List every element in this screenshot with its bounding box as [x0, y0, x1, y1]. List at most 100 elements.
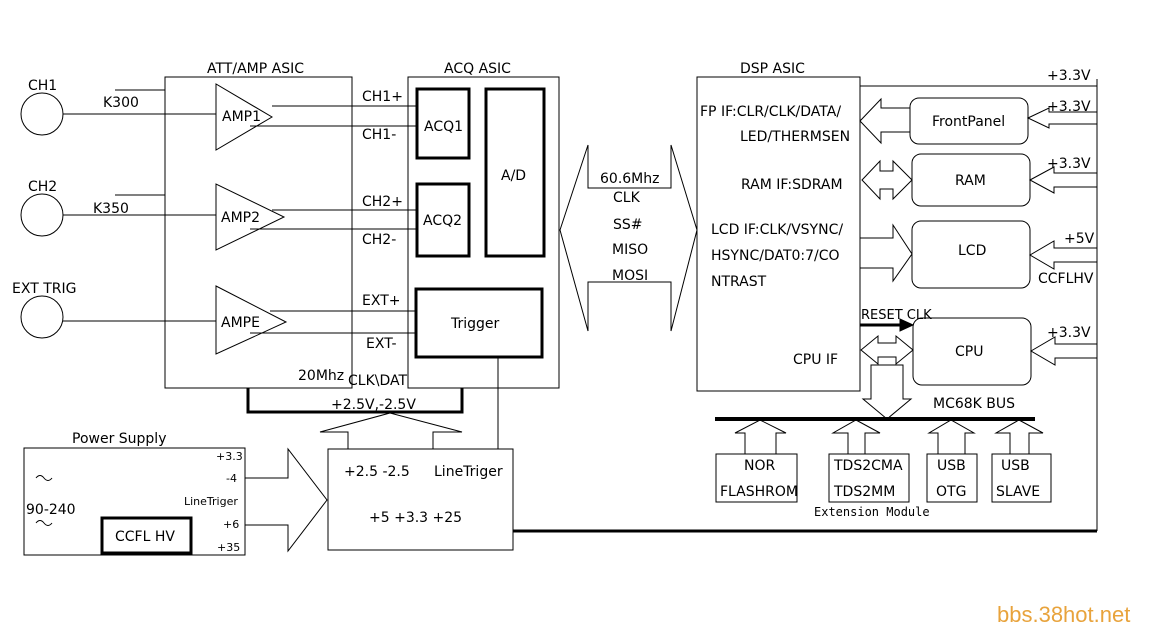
- nor-flashrom-block: [715, 453, 798, 503]
- tds-line2: TDS2MM: [833, 484, 895, 500]
- ram-if-label: RAM IF:SDRAM: [741, 177, 843, 193]
- ampe-triangle: [215, 285, 288, 355]
- lcd-power-arrow: [1029, 240, 1098, 270]
- spi-miso-label: MISO: [612, 242, 648, 258]
- watermark: bbs.38hot.net: [997, 602, 1130, 627]
- ch1-label: CH1: [28, 78, 57, 94]
- fp-arrow: [859, 97, 911, 145]
- att-amp-title: ATT/AMP ASIC: [207, 61, 304, 77]
- ch2-label: CH2: [28, 179, 57, 195]
- cpu-label: CPU: [955, 344, 983, 360]
- ccfl-hv-label: CCFL HV: [115, 529, 175, 545]
- v5-label: +5V: [1064, 231, 1095, 247]
- nor-line2: FLASHROM: [720, 484, 798, 500]
- ch1p-label: CH1+: [362, 89, 403, 105]
- ext-trig-label: EXT TRIG: [12, 281, 76, 297]
- amp2-label: AMP2: [221, 210, 260, 226]
- ad-label: A/D: [501, 168, 526, 184]
- acq2-block: [415, 182, 471, 258]
- acq-title: ACQ ASIC: [444, 61, 511, 77]
- power-input-label: 90-240: [26, 502, 76, 518]
- nor-line1: NOR: [744, 458, 775, 474]
- out-35-label: +35: [217, 541, 240, 554]
- spi-mosi-label: MOSI: [612, 268, 648, 284]
- tds-line1: TDS2CMA: [833, 458, 903, 474]
- power-title: Power Supply: [72, 431, 167, 447]
- k350-label: K350: [93, 201, 129, 217]
- amp1-triangle: [215, 83, 273, 151]
- cpu-power-arrow: [1030, 336, 1098, 366]
- out-6-label: +6: [223, 518, 239, 531]
- amp1-label: AMP1: [222, 109, 261, 125]
- fp-if-line2: LED/THERMSEN: [740, 129, 850, 145]
- ram-arrow: [861, 159, 913, 201]
- fp-if-line1: FP IF:CLR/CLK/DATA/: [700, 104, 841, 120]
- ampe-label: AMPE: [221, 315, 260, 331]
- ch2-connector-icon: [20, 193, 64, 237]
- rails-label: +2.5V,-2.5V: [331, 397, 416, 413]
- dsp-asic-block: [696, 76, 861, 392]
- regulator-linetriger: LineTriger: [434, 464, 503, 480]
- slave-line1: USB: [1001, 458, 1030, 474]
- otg-line1: USB: [937, 458, 966, 474]
- out-linetriger-label: LineTriger: [184, 495, 238, 508]
- ch1m-label: CH1-: [362, 127, 396, 143]
- k300-label: K300: [103, 95, 139, 111]
- regulator-line1: +2.5 -2.5: [344, 464, 410, 480]
- amp2-triangle: [215, 183, 286, 251]
- ccflhv-label: CCFLHV: [1038, 271, 1094, 287]
- trigger-block: [414, 287, 544, 359]
- acq1-block: [415, 87, 471, 160]
- ccfl-hv-block: [100, 516, 193, 555]
- v33-top-label: +3.3V: [1047, 68, 1091, 84]
- rail-arrow: [319, 412, 463, 450]
- cpu-bus-arrow: [861, 364, 913, 420]
- trigger-label: Trigger: [450, 316, 500, 332]
- ch2p-label: CH2+: [362, 194, 403, 210]
- clkdat-label: CLK\DAT: [348, 373, 407, 389]
- v33-fp-label: +3.3V: [1047, 99, 1091, 115]
- ext-trig-connector-icon: [20, 295, 64, 339]
- out-33-label: +3.3: [216, 450, 243, 463]
- ram-power-arrow: [1028, 166, 1098, 194]
- reset-clk-label: RESET CLK: [861, 308, 932, 323]
- slave-line2: SLAVE: [996, 484, 1040, 500]
- spi-ss-label: SS#: [613, 217, 643, 233]
- ad-converter-block: [484, 87, 546, 258]
- lcd-if-line2: HSYNC/DAT0:7/CO: [711, 248, 840, 264]
- lcd-arrow: [859, 223, 913, 283]
- acq2-label: ACQ2: [423, 213, 462, 229]
- out-m4-label: -4: [226, 472, 237, 485]
- dsp-title: DSP ASIC: [740, 61, 805, 77]
- bus-label: MC68K BUS: [933, 396, 1015, 412]
- ram-label: RAM: [955, 173, 986, 189]
- clock-freq-label: 20Mhz: [298, 368, 344, 384]
- ch2m-label: CH2-: [362, 232, 396, 248]
- regulator-line2: +5 +3.3 +25: [369, 510, 462, 526]
- ext-module-label: Extension Module: [814, 505, 930, 519]
- lcd-if-line3: NTRAST: [711, 274, 767, 290]
- lcd-if-line1: LCD IF:CLK/VSYNC/: [711, 222, 843, 238]
- usb-otg-block: [926, 453, 978, 503]
- extm-label: EXT-: [366, 336, 397, 352]
- spi-clk-label: CLK: [613, 190, 641, 206]
- otg-line2: OTG: [936, 484, 966, 500]
- tds2cma-block: [828, 453, 910, 503]
- frontpanel-label: FrontPanel: [932, 114, 1005, 130]
- spi-freq-label: 60.6Mhz: [600, 171, 659, 187]
- usb-slave-block: [991, 453, 1052, 503]
- lcd-label: LCD: [958, 243, 986, 259]
- cpu-arrow: [860, 334, 914, 366]
- power-arrow: [244, 447, 328, 553]
- ac-wave-icon: [35, 475, 53, 481]
- v33-cpu-label: +3.3V: [1047, 325, 1091, 341]
- extp-label: EXT+: [362, 293, 400, 309]
- acq1-label: ACQ1: [424, 119, 463, 135]
- cpu-if-label: CPU IF: [793, 352, 838, 368]
- v33-ram-label: +3.3V: [1047, 156, 1091, 172]
- fp-power-arrow: [1026, 107, 1098, 129]
- acq-asic-block: [407, 76, 560, 389]
- ch1-connector-icon: [20, 92, 64, 136]
- att-amp-asic-block: [164, 76, 353, 389]
